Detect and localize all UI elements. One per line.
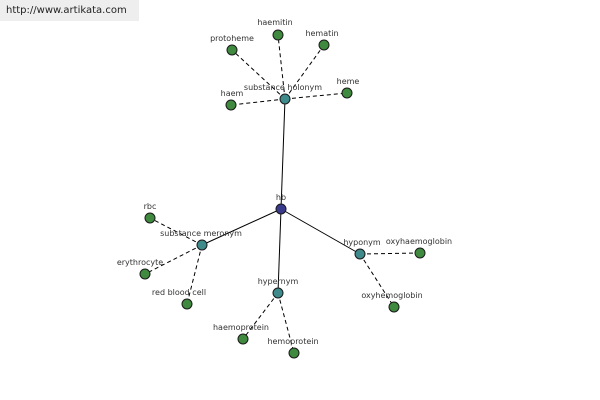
node-label-meronym: substance meronym bbox=[160, 229, 242, 238]
node-hyponym[interactable]: hyponym bbox=[343, 238, 381, 260]
node-circle-hyponym[interactable] bbox=[354, 248, 366, 260]
node-label-oxyhaemoglobin: oxyhaemoglobin bbox=[386, 237, 452, 246]
site-url-banner[interactable]: http://www.artikata.com bbox=[0, 0, 139, 21]
node-hemoprotein[interactable]: hemoprotein bbox=[267, 337, 319, 359]
node-oxyhaemoglobin[interactable]: oxyhaemoglobin bbox=[386, 237, 452, 259]
node-label-haem: haem bbox=[221, 89, 244, 98]
edge-meronym-erythrocyte bbox=[144, 244, 203, 275]
node-label-protoheme: protoheme bbox=[210, 34, 254, 43]
node-circle-haemoprotein[interactable] bbox=[237, 333, 249, 345]
edge-hb-hypernym bbox=[277, 208, 282, 294]
edge-hypernym-haemoprotein bbox=[242, 292, 279, 340]
edge-hyponym-oxyhemoglobin bbox=[359, 253, 395, 308]
node-protoheme[interactable]: protoheme bbox=[210, 34, 254, 56]
node-label-hemoprotein: hemoprotein bbox=[267, 337, 318, 346]
node-erythrocyte[interactable]: erythrocyte bbox=[117, 258, 163, 280]
node-label-rbc: rbc bbox=[144, 202, 157, 211]
node-circle-haem[interactable] bbox=[225, 99, 237, 111]
edge-hypernym-hemoprotein bbox=[277, 292, 295, 354]
node-circle-hypernym[interactable] bbox=[272, 287, 284, 299]
node-oxyhemoglobin[interactable]: oxyhemoglobin bbox=[361, 291, 423, 313]
node-circle-haemitin[interactable] bbox=[272, 29, 284, 41]
node-circle-hemoprotein[interactable] bbox=[288, 347, 300, 359]
node-label-oxyhemoglobin: oxyhemoglobin bbox=[361, 291, 422, 300]
node-label-hematin: hematin bbox=[305, 29, 338, 38]
nodes-layer: hb substance holonym substance meronym hype… bbox=[117, 18, 452, 359]
node-circle-meronym[interactable] bbox=[196, 239, 208, 251]
node-circle-oxyhaemoglobin[interactable] bbox=[414, 247, 426, 259]
edge-holonym-protoheme bbox=[231, 49, 286, 100]
node-circle-hematin[interactable] bbox=[318, 39, 330, 51]
node-circle-oxyhemoglobin[interactable] bbox=[388, 301, 400, 313]
edge-holonym-haemitin bbox=[277, 34, 286, 100]
node-circle-rbc[interactable] bbox=[144, 212, 156, 224]
edge-meronym-redbloodcell bbox=[186, 244, 203, 305]
node-haemitin[interactable]: haemitin bbox=[257, 18, 293, 41]
node-holonym[interactable]: substance holonym bbox=[244, 83, 322, 105]
node-label-heme: heme bbox=[337, 77, 360, 86]
node-hematin[interactable]: hematin bbox=[305, 29, 339, 51]
node-hb[interactable]: hb bbox=[275, 193, 287, 215]
node-label-hb: hb bbox=[276, 193, 286, 202]
edge-meronym-rbc bbox=[149, 217, 203, 246]
edge-hyponym-oxyhaemoglobin bbox=[359, 252, 421, 255]
edge-holonym-heme bbox=[284, 92, 348, 100]
node-label-redbloodcell: red blood cell bbox=[152, 288, 206, 297]
node-haemoprotein[interactable]: haemoprotein bbox=[213, 323, 269, 345]
node-rbc[interactable]: rbc bbox=[144, 202, 157, 224]
node-label-erythrocyte: erythrocyte bbox=[117, 258, 163, 267]
edges-layer bbox=[144, 34, 421, 354]
node-hypernym[interactable]: hypernym bbox=[258, 277, 299, 299]
edge-hb-hyponym bbox=[280, 208, 361, 255]
node-label-holonym: substance holonym bbox=[244, 83, 322, 92]
node-label-hyponym: hyponym bbox=[343, 238, 381, 247]
node-label-haemitin: haemitin bbox=[257, 18, 292, 27]
node-label-haemoprotein: haemoprotein bbox=[213, 323, 269, 332]
edge-hb-holonym bbox=[280, 98, 286, 210]
node-circle-erythrocyte[interactable] bbox=[139, 268, 151, 280]
node-circle-redbloodcell[interactable] bbox=[181, 298, 193, 310]
node-circle-holonym[interactable] bbox=[279, 93, 291, 105]
node-meronym[interactable]: substance meronym bbox=[160, 229, 242, 251]
node-heme[interactable]: heme bbox=[337, 77, 360, 99]
node-circle-hb[interactable] bbox=[275, 203, 287, 215]
node-circle-heme[interactable] bbox=[341, 87, 353, 99]
node-label-hypernym: hypernym bbox=[258, 277, 299, 286]
edge-hb-meronym bbox=[201, 208, 282, 246]
edge-holonym-haem bbox=[230, 98, 286, 106]
node-circle-protoheme[interactable] bbox=[226, 44, 238, 56]
node-haem[interactable]: haem bbox=[221, 89, 244, 111]
node-redbloodcell[interactable]: red blood cell bbox=[152, 288, 206, 310]
